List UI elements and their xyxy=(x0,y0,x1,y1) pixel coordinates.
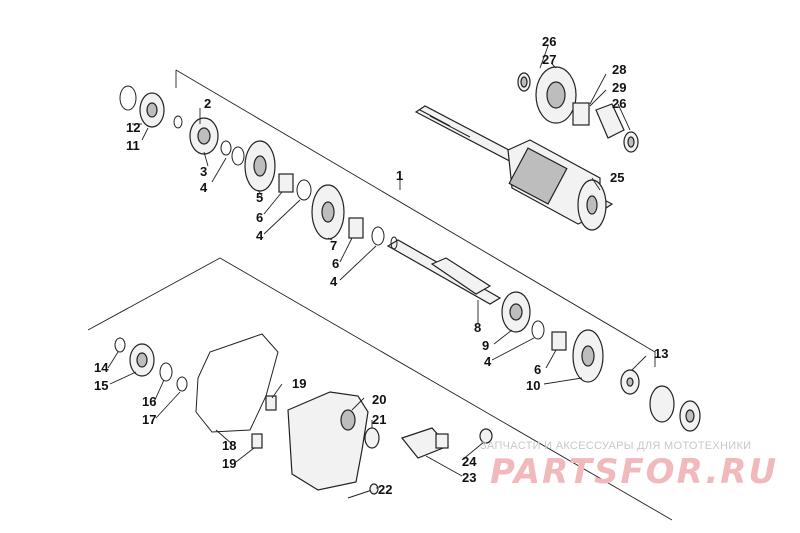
washer-4-e xyxy=(531,320,545,340)
callout-15: 15 xyxy=(94,378,108,393)
needle-bearing-6-b xyxy=(348,217,364,239)
callout-18: 18 xyxy=(222,438,236,453)
callout-21: 21 xyxy=(372,412,386,427)
bushing-28 xyxy=(595,103,625,139)
callout-17: 17 xyxy=(142,412,156,427)
sensor-23 xyxy=(400,427,450,459)
callout-6-b: 6 xyxy=(332,256,339,271)
callout-14: 14 xyxy=(94,360,109,375)
gear-27 xyxy=(535,66,577,124)
callout-29: 29 xyxy=(612,80,626,95)
callout-19-b: 19 xyxy=(222,456,236,471)
callout-labels: 1 2 3 4 4 4 4 5 6 6 6 7 8 9 10 11 12 13 … xyxy=(94,34,668,497)
group-outline-top xyxy=(175,69,656,353)
callout-6-c: 6 xyxy=(534,362,541,377)
callout-9: 9 xyxy=(482,338,489,353)
dowel-pin-19-a xyxy=(265,395,277,411)
callout-4-b: 4 xyxy=(256,228,264,243)
gear-11 xyxy=(139,92,165,128)
watermark-tagline: ЗАПЧАСТИ И АКСЕССУАРЫ ДЛЯ МОТОТЕХНИКИ xyxy=(480,440,752,452)
callout-4-d: 4 xyxy=(484,354,492,369)
callout-26-a: 26 xyxy=(542,34,556,49)
gear-5 xyxy=(244,140,276,192)
callout-27: 27 xyxy=(542,52,556,67)
seal-21 xyxy=(364,427,380,449)
washer-13-hole xyxy=(626,377,634,387)
gear-7 xyxy=(311,184,345,240)
bolt-22 xyxy=(347,483,379,499)
output-shaft xyxy=(414,105,614,231)
washer-26-right-hole xyxy=(627,136,635,148)
washer-4-a xyxy=(220,140,232,156)
bearing-29 xyxy=(572,102,590,126)
callout-13: 13 xyxy=(654,346,668,361)
callout-3: 3 xyxy=(200,164,207,179)
snap-ring-12 xyxy=(119,85,137,111)
callout-24: 24 xyxy=(462,454,477,469)
callout-1: 1 xyxy=(396,168,403,183)
snap-ring-14 xyxy=(114,337,126,353)
callout-23: 23 xyxy=(462,470,476,485)
callout-20: 20 xyxy=(372,392,386,407)
gear-10 xyxy=(572,329,604,383)
watermark-brand: PARTSFOR.RU xyxy=(490,452,779,492)
input-shaft-8 xyxy=(386,236,502,305)
callout-11: 11 xyxy=(126,138,140,153)
callout-10: 10 xyxy=(526,378,540,393)
gear-3 xyxy=(189,117,219,155)
gear-15 xyxy=(129,343,155,377)
washer-4-b xyxy=(231,146,245,166)
callout-5: 5 xyxy=(256,190,263,205)
callout-8: 8 xyxy=(474,320,481,335)
callout-6-a: 6 xyxy=(256,210,263,225)
washer-16 xyxy=(159,362,173,382)
ring-17 xyxy=(176,376,188,392)
needle-bearing-6-c xyxy=(551,331,567,351)
callout-16: 16 xyxy=(142,394,156,409)
callout-2: 2 xyxy=(204,96,211,111)
leader-lines xyxy=(107,45,647,489)
bolt-24 xyxy=(479,428,493,444)
callout-26-b: 26 xyxy=(612,96,626,111)
ring-2-small xyxy=(173,115,183,129)
washer-4-d xyxy=(371,226,385,246)
bearing-assembly xyxy=(649,385,701,432)
callout-22: 22 xyxy=(378,482,392,497)
washer-26-top-hole xyxy=(520,76,528,88)
gasket-18 xyxy=(195,333,279,433)
cover-20 xyxy=(287,391,369,491)
callout-12: 12 xyxy=(126,120,140,135)
callout-19-a: 19 xyxy=(292,376,306,391)
callout-7: 7 xyxy=(330,238,337,253)
needle-bearing-6-a xyxy=(278,173,294,193)
callout-25: 25 xyxy=(610,170,624,185)
dowel-pin-19-b xyxy=(251,433,263,449)
callout-28: 28 xyxy=(612,62,626,77)
callout-4-c: 4 xyxy=(330,274,338,289)
washer-4-c xyxy=(296,179,312,201)
dog-clutch-9 xyxy=(501,291,531,333)
group-outline-bottom xyxy=(87,257,673,521)
callout-4-a: 4 xyxy=(200,180,208,195)
